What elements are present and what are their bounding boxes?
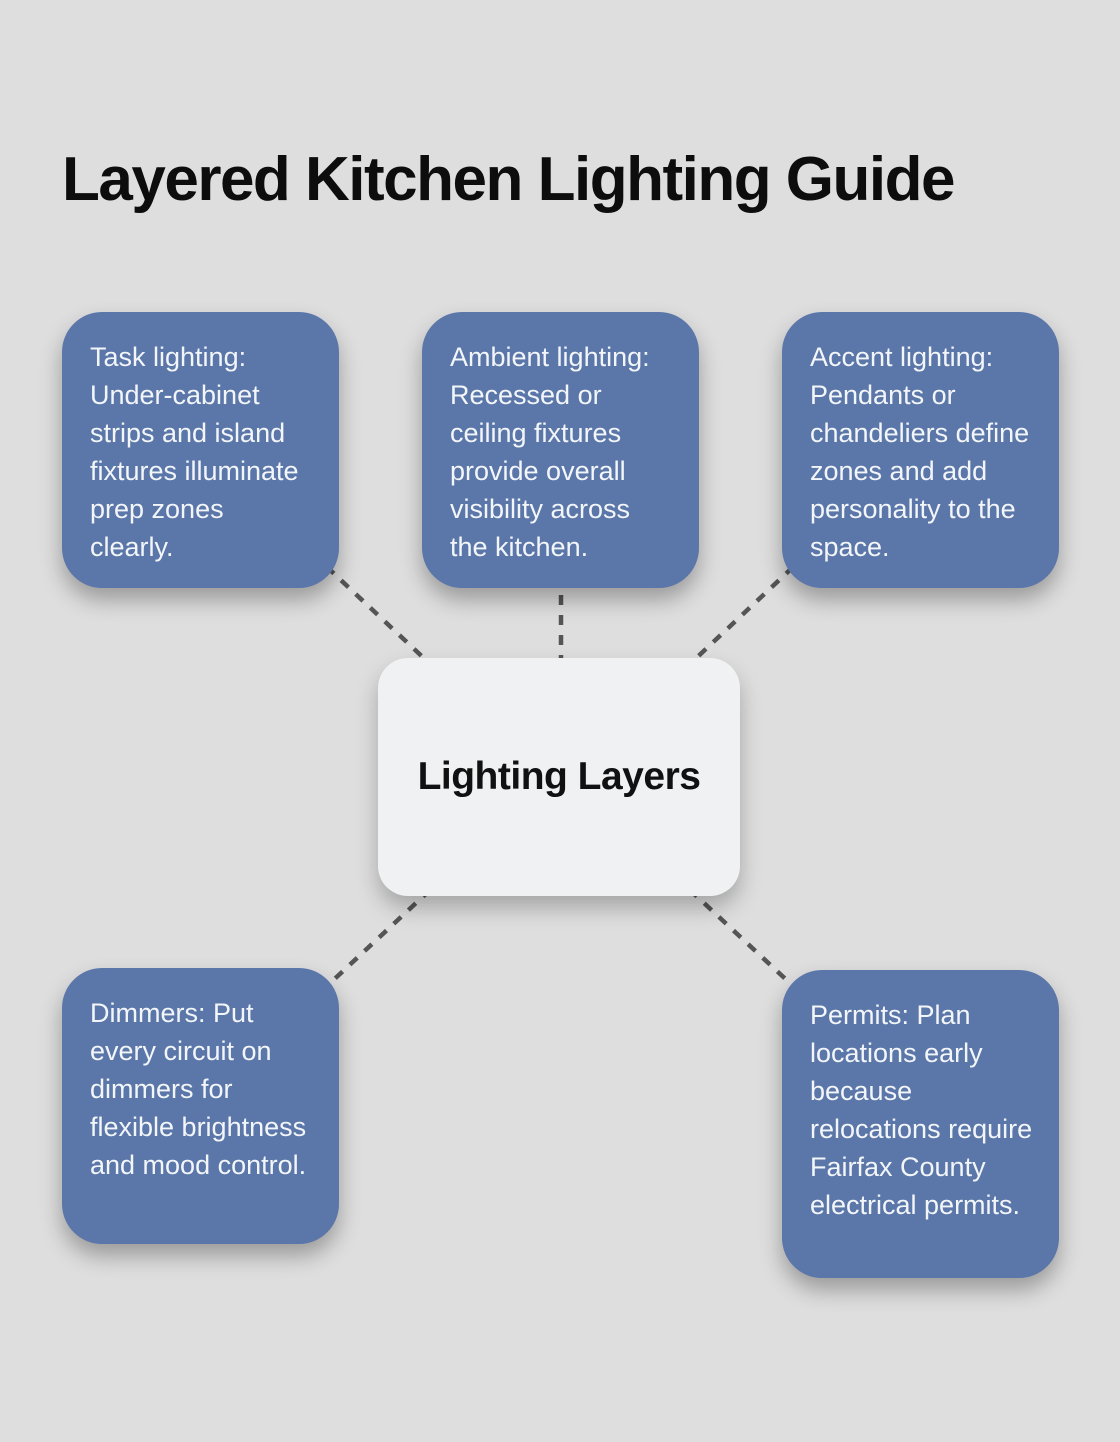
node-dimmers: Dimmers: Put every circuit on dimmers fo… <box>62 968 339 1244</box>
node-ambient-lighting: Ambient lighting: Recessed or ceiling fi… <box>422 312 699 588</box>
center-node: Lighting Layers <box>378 658 740 896</box>
center-node-label: Lighting Layers <box>417 755 701 798</box>
node-task-lighting: Task lighting: Under-cabinet strips and … <box>62 312 339 588</box>
page-title: Layered Kitchen Lighting Guide <box>62 144 955 214</box>
node-permits: Permits: Plan locations early because re… <box>782 970 1059 1278</box>
node-accent-lighting: Accent lighting: Pendants or chandeliers… <box>782 312 1059 588</box>
